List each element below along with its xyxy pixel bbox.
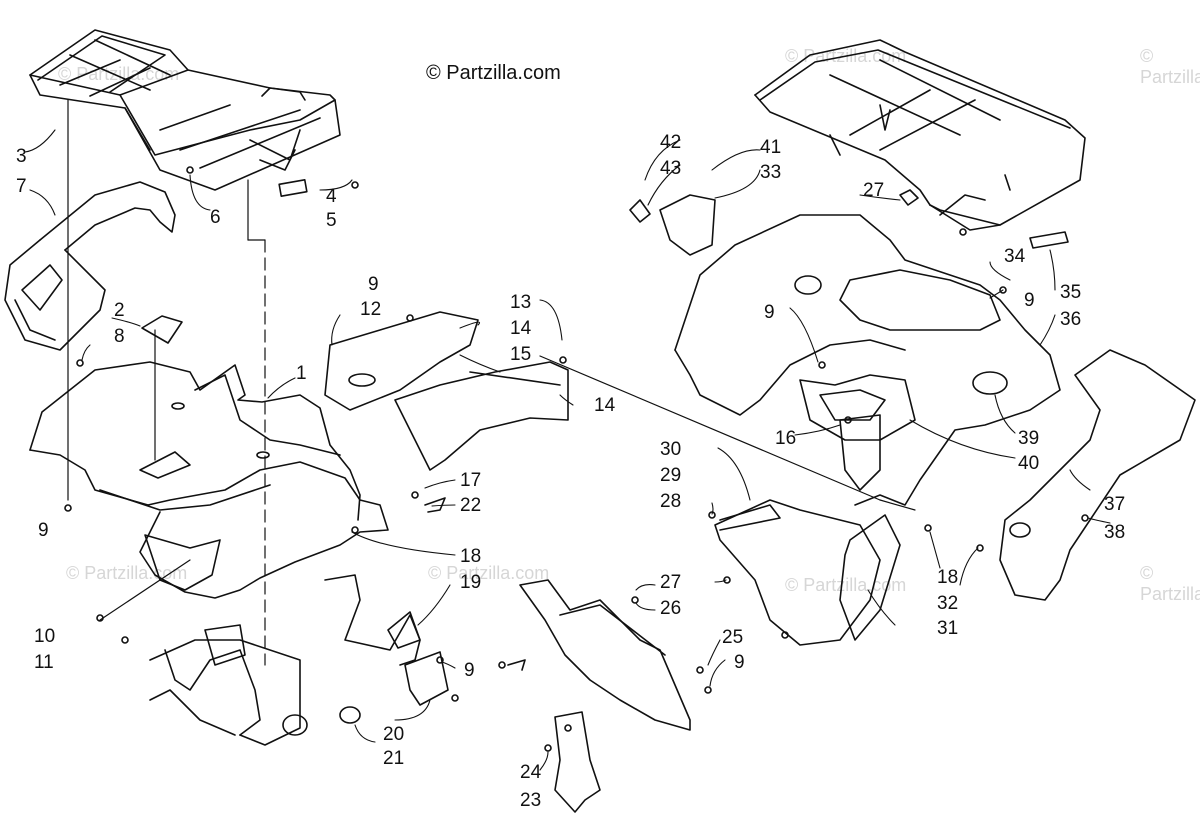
callout-25: 25 [722, 627, 743, 648]
callout-4: 4 [326, 186, 337, 207]
front-fender [4, 181, 176, 351]
callout-21: 21 [383, 748, 404, 769]
callout-14: 14 [594, 395, 616, 416]
callout-41: 41 [760, 137, 781, 158]
clip [339, 706, 361, 724]
callout-18: 18 [937, 567, 958, 588]
callout-labels: 3 7 6 4 5 2 8 9 9 12 1 13 14 15 14 17 22… [16, 132, 1125, 811]
callout-34: 34 [1004, 246, 1026, 267]
callout-39: 39 [1018, 428, 1039, 449]
callout-20: 20 [383, 724, 404, 745]
callout-8: 8 [114, 326, 125, 347]
callout-24: 24 [520, 762, 542, 783]
callout-26: 26 [660, 598, 681, 619]
callout-35: 35 [1060, 282, 1081, 303]
watermark: © Partzilla.com [1140, 563, 1200, 604]
callout-11: 11 [34, 652, 54, 673]
callout-15: 15 [510, 344, 531, 365]
callout-40: 40 [1018, 453, 1039, 474]
callout-23: 23 [520, 790, 541, 811]
rear-rack [754, 39, 1086, 231]
rear-body [674, 214, 1061, 506]
watermark: © Partzilla.com [428, 563, 550, 583]
rear-fender [999, 349, 1196, 601]
copyright-notice: © Partzilla.com [426, 62, 561, 84]
callout-32: 32 [937, 593, 958, 614]
callout-18: 18 [460, 546, 481, 567]
callout-9: 9 [368, 274, 379, 295]
callout-9: 9 [464, 660, 475, 681]
callout-33: 33 [760, 162, 781, 183]
leader-lines [67, 99, 916, 666]
callout-3: 3 [16, 146, 27, 167]
callout-42: 42 [660, 132, 681, 153]
front-body-panel [29, 361, 389, 599]
callout-9: 9 [734, 652, 745, 673]
callout-22: 22 [460, 495, 481, 516]
callout-13: 13 [510, 292, 531, 313]
callout-5: 5 [326, 210, 337, 231]
watermark: © Partzilla.com [66, 563, 188, 583]
callout-2: 2 [114, 300, 125, 321]
callout-7: 7 [16, 176, 27, 197]
callout-9: 9 [1024, 290, 1035, 311]
rear-mud-flap [714, 499, 901, 646]
watermark: © Partzilla.com [785, 575, 907, 595]
callout-28: 28 [660, 491, 681, 512]
callout-9: 9 [38, 520, 49, 541]
pad [141, 315, 183, 344]
callout-31: 31 [937, 618, 958, 639]
callout-43: 43 [660, 158, 681, 179]
front-brackets [324, 574, 449, 706]
callout-12: 12 [360, 299, 381, 320]
callout-30: 30 [660, 439, 681, 460]
watermark: © Partzilla.com [1140, 46, 1200, 87]
front-rack [29, 29, 341, 191]
callout-36: 36 [1060, 309, 1081, 330]
callout-9: 9 [764, 302, 775, 323]
small-hardware [64, 166, 1089, 752]
front-side-panels [324, 311, 569, 471]
callout-17: 17 [460, 470, 481, 491]
callout-27: 27 [863, 180, 884, 201]
splash-panels [519, 579, 691, 813]
callout-38: 38 [1104, 522, 1125, 543]
callout-10: 10 [34, 626, 55, 647]
front-mount-bracket [149, 624, 308, 746]
callout-6: 6 [210, 207, 221, 228]
callout-29: 29 [660, 465, 681, 486]
callout-14: 14 [510, 318, 532, 339]
callout-19: 19 [460, 572, 481, 593]
callout-1: 1 [296, 363, 307, 384]
callout-27: 27 [660, 572, 681, 593]
callout-leaders [24, 129, 1111, 771]
callout-37: 37 [1104, 494, 1125, 515]
callout-16: 16 [775, 428, 796, 449]
